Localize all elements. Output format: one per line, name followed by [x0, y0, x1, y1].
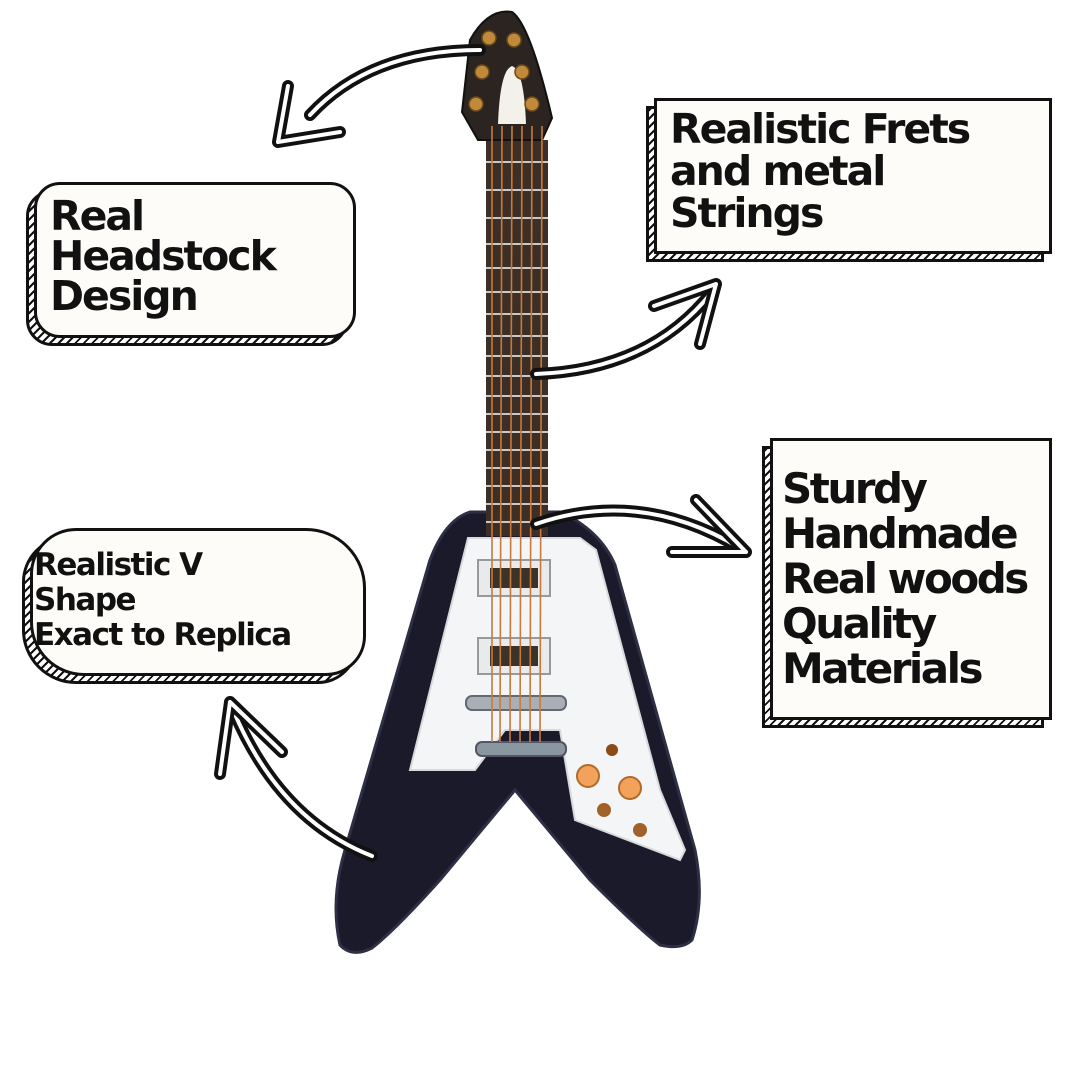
callout-vshape: Realistic V Shape Exact to Replica — [22, 528, 366, 684]
callout-box — [34, 182, 356, 338]
callout-box — [30, 528, 366, 676]
arrow-sturdy — [530, 494, 752, 558]
callout-sturdy: Sturdy Handmade Real woods Quality Mater… — [762, 438, 1052, 728]
arrow-frets — [530, 278, 722, 380]
callout-box — [770, 438, 1052, 720]
tuning-pegs — [468, 30, 540, 112]
callout-headstock-text: Real Headstock Design — [50, 192, 277, 320]
bridge — [465, 695, 567, 711]
tailpiece — [475, 741, 567, 757]
arrow-headstock — [272, 44, 486, 148]
knob — [633, 823, 647, 837]
callout-headstock: Real Headstock Design — [26, 182, 356, 346]
callout-box — [654, 98, 1052, 254]
knob — [597, 803, 611, 817]
jack — [606, 744, 618, 756]
knob — [618, 776, 642, 800]
fretboard — [486, 140, 548, 536]
guitar-body-edge — [334, 510, 701, 954]
callout-vshape-text: Realistic V Shape Exact to Replica — [34, 547, 292, 653]
strings — [491, 125, 543, 743]
arrow-vshape — [214, 696, 378, 862]
callout-sturdy-text: Sturdy Handmade Real woods Quality Mater… — [782, 464, 1029, 693]
frets — [486, 161, 548, 523]
callout-frets-text: Realistic Frets and metal Strings — [670, 105, 971, 237]
knob — [576, 764, 600, 788]
callout-frets: Realistic Frets and metal Strings — [646, 98, 1052, 262]
